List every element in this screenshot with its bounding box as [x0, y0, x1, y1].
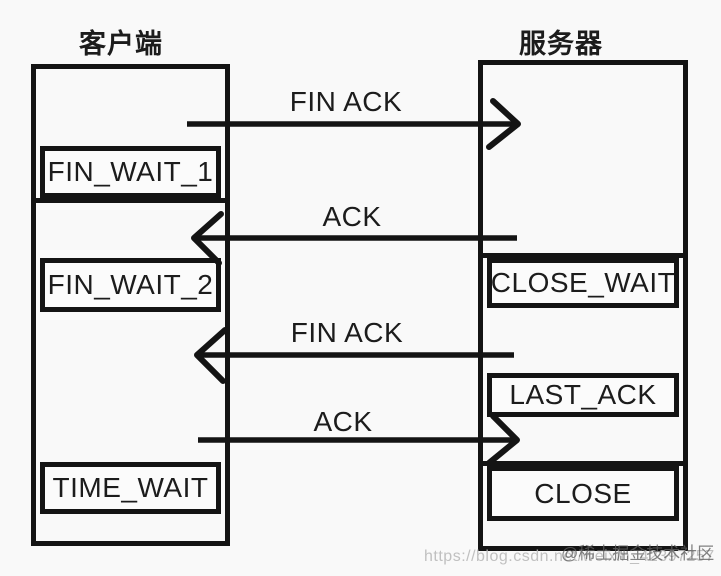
state-box-time-wait: TIME_WAIT — [40, 462, 221, 514]
client-empty-section — [36, 203, 225, 258]
section-divider — [483, 461, 683, 466]
client-empty-section — [36, 69, 225, 146]
client-state-section: FIN_WAIT_1 — [36, 146, 225, 198]
state-label: FIN_WAIT_2 — [47, 269, 214, 300]
state-box-last-ack: LAST_ACK — [487, 373, 679, 417]
server-state-section: CLOSE_WAIT — [483, 258, 683, 308]
state-label: LAST_ACK — [509, 379, 657, 410]
state-label: CLOSE — [534, 477, 632, 509]
section-divider — [36, 198, 225, 203]
state-box-fin-wait-1: FIN_WAIT_1 — [40, 146, 221, 198]
watermark-url: https://blog.csdn.net/weixin_42397257 — [424, 548, 715, 565]
watermark-community: @稀土掘金技术社区 — [561, 544, 715, 563]
server-empty-section — [483, 308, 683, 373]
message-label-ack-1: ACK — [322, 201, 382, 232]
state-label: TIME_WAIT — [52, 472, 209, 503]
message-label-ack-2: ACK — [313, 406, 373, 437]
client-title: 客户端 — [79, 29, 163, 59]
client-state-section: TIME_WAIT — [36, 462, 225, 514]
state-box-close: CLOSE — [487, 466, 679, 521]
state-box-close-wait: CLOSE_WAIT — [487, 258, 679, 308]
message-label-fin-ack-2: FIN ACK — [290, 317, 404, 348]
state-label: CLOSE_WAIT — [490, 267, 676, 298]
message-label-fin-ack-1: FIN ACK — [289, 86, 403, 117]
server-state-section: CLOSE — [483, 466, 683, 521]
server-state-section: LAST_ACK — [483, 373, 683, 417]
client-empty-section — [36, 312, 225, 462]
client-state-section: FIN_WAIT_2 — [36, 258, 225, 312]
state-box-fin-wait-2: FIN_WAIT_2 — [40, 258, 221, 312]
client-lifeline-column: FIN_WAIT_1 FIN_WAIT_2 TIME_WAIT — [31, 64, 230, 546]
state-label: FIN_WAIT_1 — [47, 156, 214, 187]
section-divider — [483, 253, 683, 258]
server-empty-section — [483, 417, 683, 461]
server-title: 服务器 — [519, 29, 603, 59]
client-empty-section — [36, 514, 225, 541]
server-empty-section — [483, 65, 683, 253]
server-lifeline-column: CLOSE_WAIT LAST_ACK CLOSE — [478, 60, 688, 551]
